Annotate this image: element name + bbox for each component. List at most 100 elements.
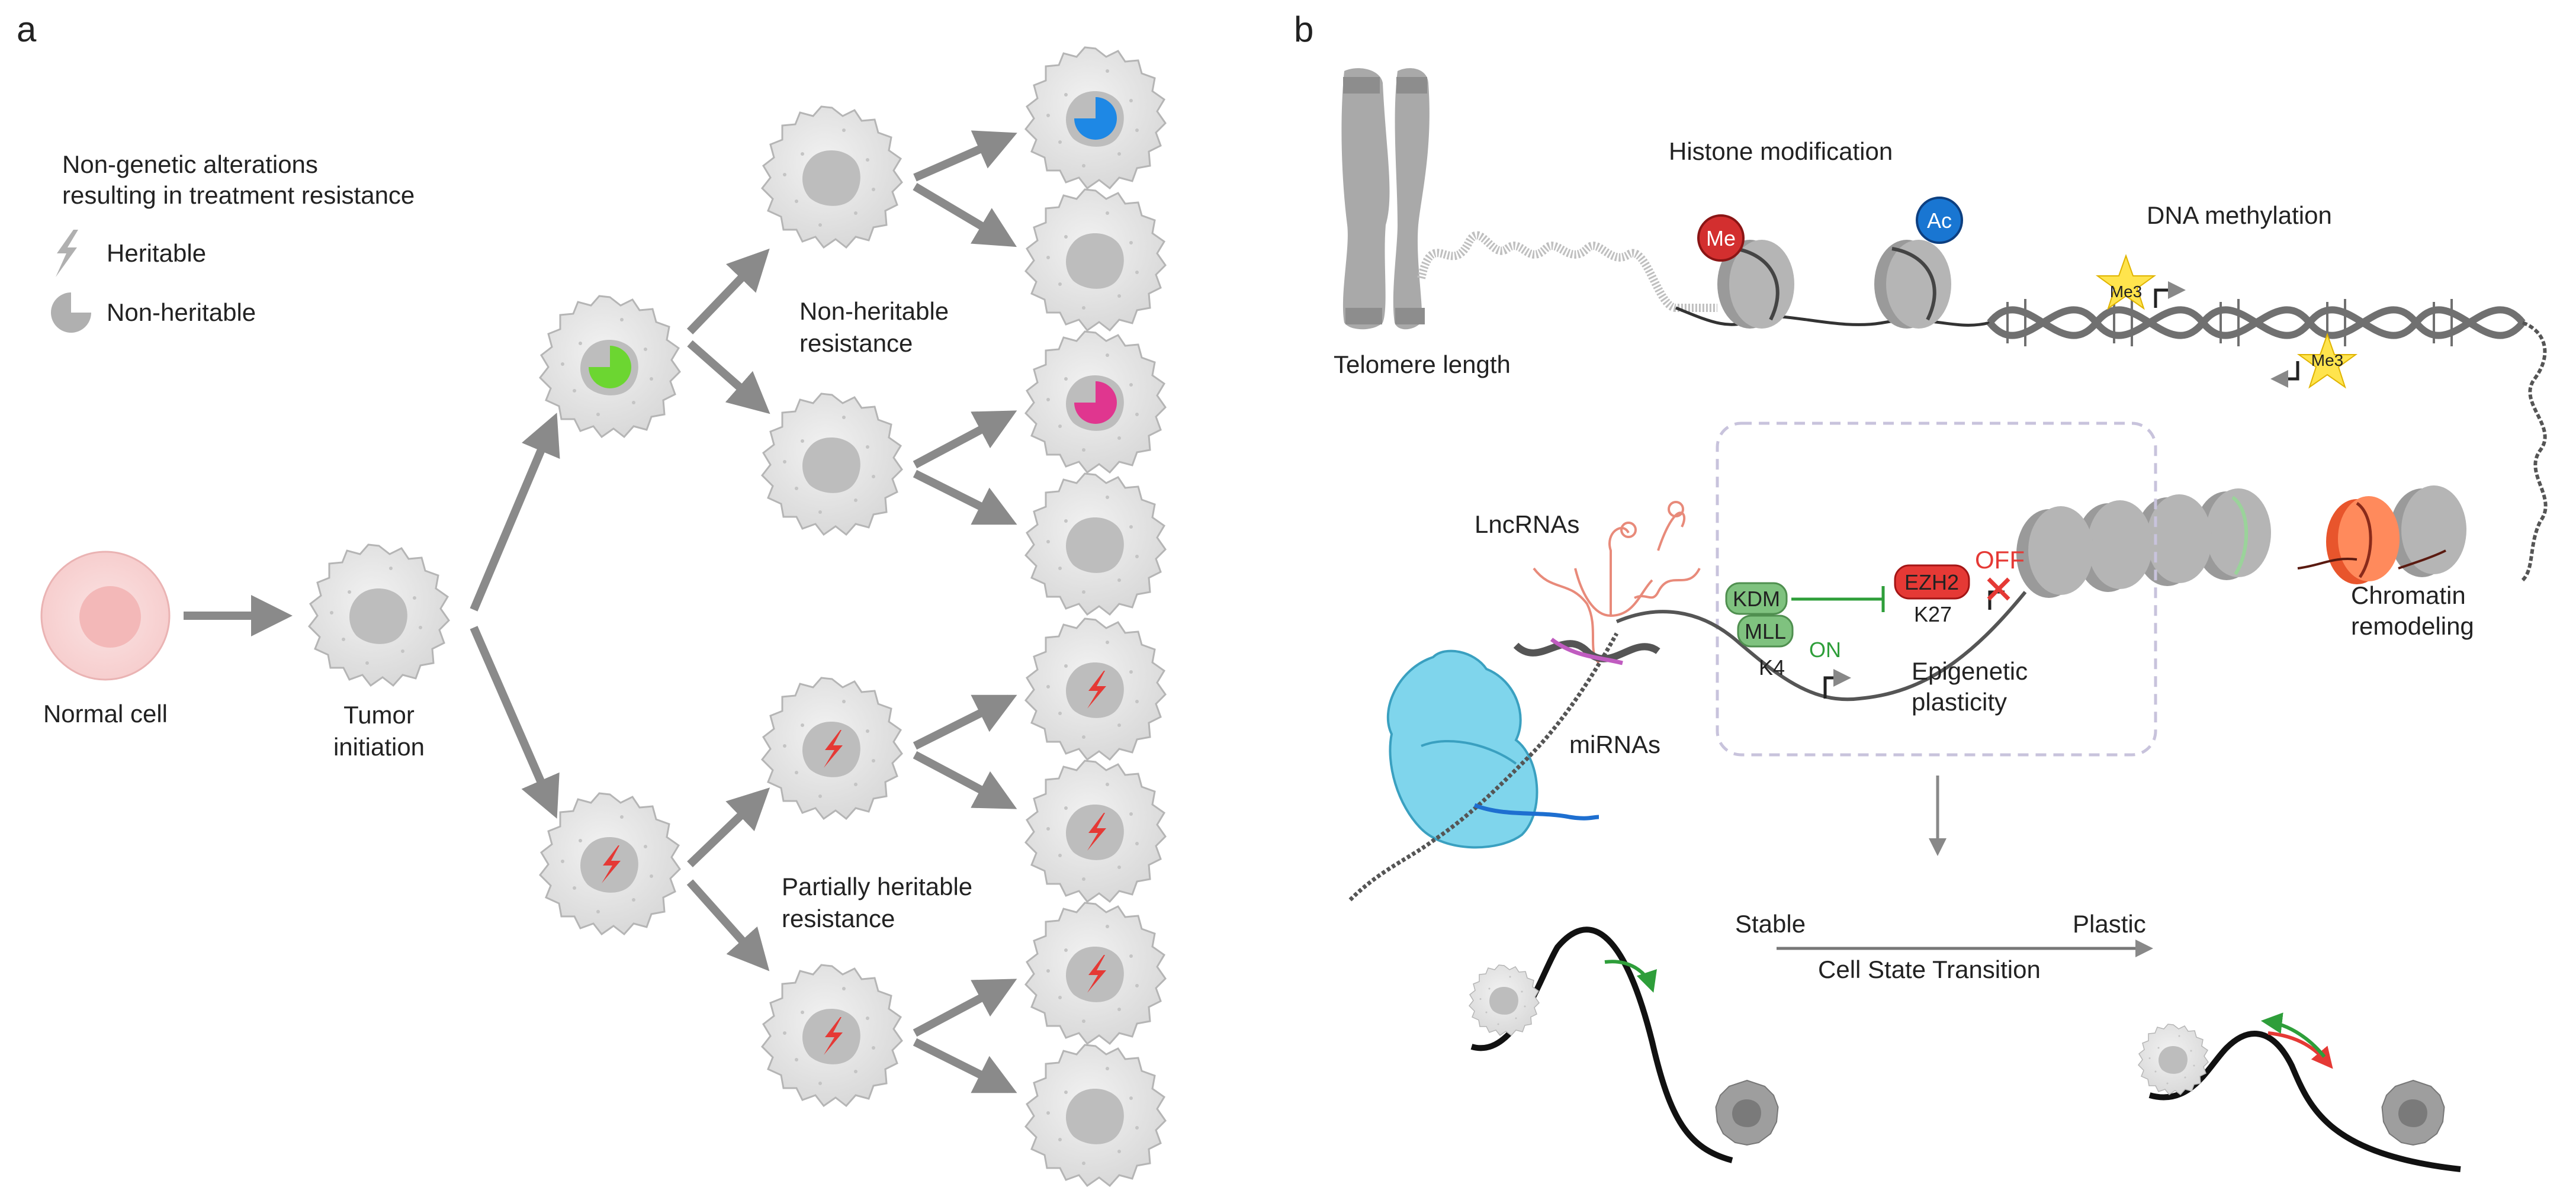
dna-descending — [2521, 321, 2548, 582]
non-heritable-label-1: Non-heritable — [799, 297, 949, 325]
lncrnas-label: LncRNAs — [1475, 510, 1579, 538]
green-pie-marker — [589, 346, 631, 388]
partial-label-2: resistance — [782, 905, 895, 932]
cell-gen4-4 — [1024, 472, 1167, 616]
landscape-green-arrow — [2260, 1012, 2326, 1058]
nucleosome-ac — [1874, 236, 1951, 329]
mll-label: MLL — [1745, 619, 1786, 644]
panel-b-letter: b — [1294, 9, 1313, 49]
panel-a-letter: a — [17, 9, 37, 49]
non-heritable-label-2: resistance — [799, 329, 913, 357]
magenta-pie-marker — [1074, 381, 1117, 424]
cell-gen3-1 — [761, 105, 903, 249]
me3-star-1: Me3 — [2095, 253, 2157, 310]
cell-gen4-8 — [1024, 1044, 1167, 1187]
cell-gen4-6 — [1024, 760, 1167, 903]
legend: Non-genetic alterations resulting in tre… — [51, 150, 415, 333]
cell-gen4-5 — [1024, 617, 1167, 761]
landscape-cell-dark-2 — [2381, 1079, 2445, 1146]
chromatin-fiber — [1417, 231, 1717, 312]
epi-label-2: plasticity — [1912, 688, 2007, 716]
me3-star-2: Me3 — [2296, 332, 2358, 389]
me-label: Me — [1706, 226, 1736, 250]
cell-bolt-gen2 — [539, 792, 681, 935]
ac-label: Ac — [1927, 208, 1952, 233]
k4-label: K4 — [1759, 655, 1785, 680]
landscape-red-arrow — [2267, 1031, 2333, 1069]
landscape-stable-arrow — [1604, 960, 1657, 993]
ac-badge: Ac — [1916, 197, 1963, 244]
cell-gen3-2 — [761, 393, 903, 536]
cell-gen4-2 — [1024, 188, 1167, 332]
chromosome-icon — [1341, 68, 1430, 330]
on-tss-arrow — [1823, 669, 1851, 699]
me-badge: Me — [1697, 214, 1745, 262]
tumor-initiation-line1: Tumor — [343, 701, 415, 729]
cell-magenta-pie — [1024, 330, 1167, 474]
legend-non-heritable: Non-heritable — [107, 298, 256, 326]
tss-arrow-1 — [2154, 281, 2186, 308]
mrna-helix — [1513, 640, 1660, 662]
lineage-arrows — [184, 130, 1017, 1093]
partial-label-1: Partially heritable — [782, 873, 972, 900]
landscape-cell-light-2 — [2138, 1024, 2209, 1095]
dna-box-strand — [1615, 591, 2027, 702]
dna-methylation-label: DNA methylation — [2147, 201, 2332, 229]
epi-label-1: Epigenetic — [1912, 657, 2028, 685]
ribosome-icon — [1386, 649, 1538, 849]
dna-helix — [1987, 306, 2526, 339]
me3-label-1: Me3 — [2110, 282, 2142, 301]
chromatin-label-2: remodeling — [2351, 612, 2474, 640]
mll-badge: MLL — [1737, 615, 1794, 648]
panel-a: a Non-genetic alterations resulting in t… — [17, 9, 1167, 1187]
chromatin-label-1: Chromatin — [2351, 581, 2466, 609]
on-label: ON — [1809, 638, 1841, 662]
telomere-label: Telomere length — [1334, 350, 1511, 378]
tss-arrow-2 — [2270, 361, 2299, 388]
kdm-badge: KDM — [1725, 582, 1788, 615]
nucleosome-array — [2016, 485, 2466, 598]
tumor-cell — [308, 543, 450, 687]
me3-label-2: Me3 — [2311, 351, 2343, 369]
heritable-bolt-icon — [56, 230, 78, 277]
histone-label: Histone modification — [1669, 137, 1893, 165]
dna-rungs — [2006, 299, 2453, 346]
normal-cell — [40, 551, 171, 681]
cell-gen3-4 — [761, 964, 903, 1107]
off-cross-icon — [1987, 577, 2010, 601]
cell-green-pie — [539, 295, 681, 438]
mrna-strand — [1348, 632, 1619, 902]
dna-linker — [1675, 306, 1990, 327]
k27-label: K27 — [1914, 602, 1952, 626]
cell-gen3-3 — [761, 677, 903, 820]
chromatin-linker — [2297, 549, 2446, 570]
nucleosome-me — [1717, 236, 1794, 329]
lncrna-structure — [1533, 501, 1701, 664]
mirnas-label: miRNAs — [1569, 731, 1660, 758]
legend-title-line1: Non-genetic alterations — [62, 150, 318, 178]
panel-b: b Telomere length Histone modification M… — [1294, 9, 2548, 1172]
landscape-cell-dark — [1715, 1079, 1779, 1146]
non-heritable-pie-icon — [51, 292, 91, 333]
mirna-strand — [1550, 638, 1623, 665]
ezh2-label: EZH2 — [1904, 570, 1959, 594]
ezh2-badge: EZH2 — [1894, 564, 1970, 600]
cell-gen4-7 — [1024, 902, 1167, 1045]
landscape-stable — [1470, 926, 1733, 1163]
normal-cell-label: Normal cell — [43, 700, 168, 728]
peptide-strand — [1473, 803, 1599, 821]
epigenetic-plasticity-box — [1716, 422, 2157, 757]
legend-title-line2: resulting in treatment resistance — [62, 181, 415, 209]
off-label: OFF — [1975, 546, 2025, 574]
transition-label: Cell State Transition — [1818, 956, 2041, 983]
legend-heritable: Heritable — [107, 239, 206, 267]
kdm-label: KDM — [1733, 587, 1780, 611]
landscape-cell-light — [1469, 964, 1540, 1036]
tumor-initiation-line2: initiation — [333, 733, 425, 761]
cell-blue-pie — [1024, 46, 1167, 189]
blue-pie-marker — [1074, 97, 1117, 140]
landscape-plastic — [2148, 1031, 2461, 1172]
plastic-label: Plastic — [2073, 910, 2146, 938]
stable-label: Stable — [1735, 910, 1806, 938]
